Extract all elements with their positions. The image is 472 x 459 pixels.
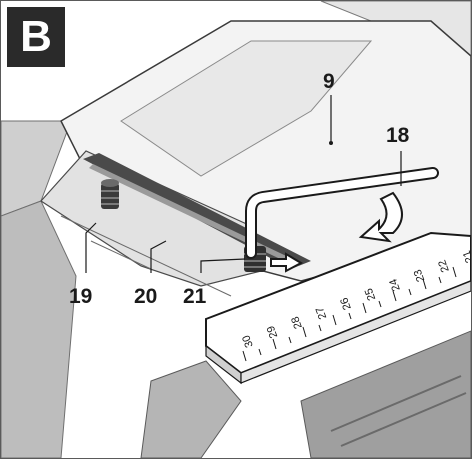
scale-number: 24 [387, 277, 402, 293]
lower-bracket [140, 360, 242, 458]
callout-18: 18 [386, 124, 410, 147]
callout-20: 20 [134, 285, 158, 308]
scale-number: 26 [338, 296, 353, 312]
callout-21: 21 [183, 285, 207, 308]
scale-number: 21 [461, 249, 471, 265]
point-9-marker [329, 141, 333, 145]
screw-left [101, 179, 119, 209]
rotation-arrow-icon [358, 191, 403, 243]
scale-numbers: 30 29 28 27 26 25 24 23 22 21 [240, 249, 471, 349]
scale-number: 25 [363, 286, 378, 302]
callout-9: 9 [323, 70, 335, 93]
scale-number: 23 [412, 268, 427, 284]
scale-number: 22 [436, 258, 451, 274]
scale-number: 28 [289, 315, 304, 331]
scale-number: 30 [240, 333, 255, 349]
scale-ruler [205, 231, 471, 385]
callout-19: 19 [69, 285, 93, 308]
scale-number: 29 [265, 324, 280, 340]
allen-key [247, 169, 437, 257]
lower-left-housing [1, 200, 77, 458]
table-insert [120, 40, 373, 177]
panel-letter-badge: B [7, 7, 65, 67]
scale-number: 27 [314, 305, 329, 321]
